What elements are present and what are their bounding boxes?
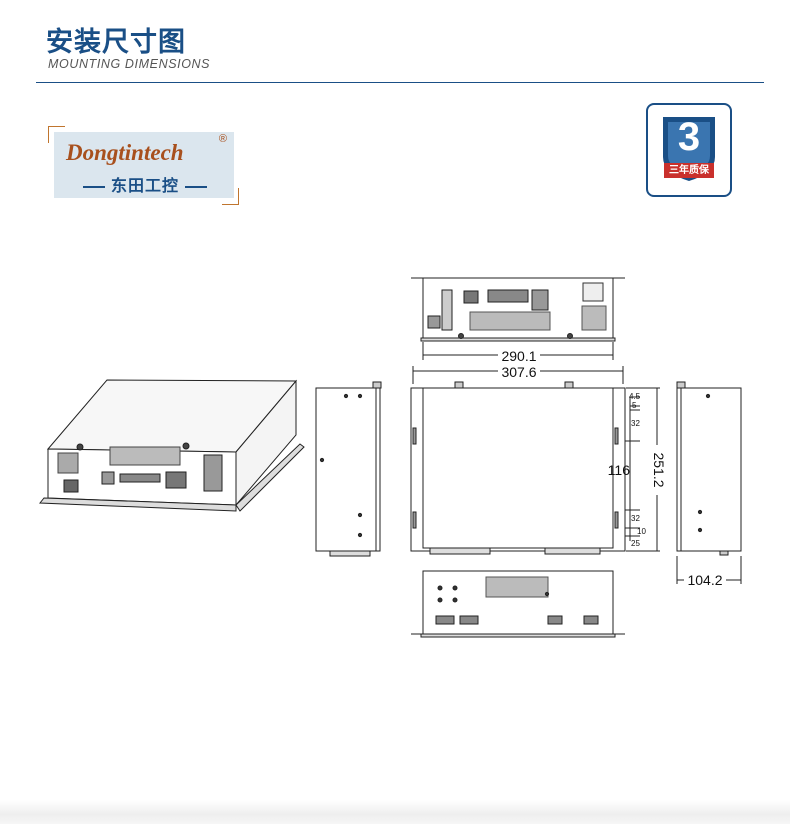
- warranty-label: 三年质保: [664, 163, 714, 178]
- isometric-view: [38, 379, 305, 512]
- dim-251-2: 251.2: [651, 452, 667, 487]
- dim-116: 116: [608, 462, 631, 478]
- warranty-number: 3: [677, 115, 701, 159]
- footer-shade: [0, 800, 790, 824]
- dim-4-5: 4.5: [629, 392, 641, 401]
- left-side-view: [315, 381, 382, 557]
- warranty-badge: 3 三年质保: [646, 103, 732, 197]
- dim-307-6: 307.6: [501, 364, 536, 380]
- page-subtitle: MOUNTING DIMENSIONS: [48, 57, 211, 71]
- logo-registered-mark: ®: [218, 133, 227, 145]
- company-logo: Dongtintech ® 东田工控: [54, 132, 234, 198]
- front-view: [411, 570, 625, 638]
- logo-brand-text: Dongtintech: [66, 140, 184, 165]
- rear-panel-view: [411, 277, 625, 342]
- header-divider: [36, 82, 764, 83]
- logo-chinese-name: 东田工控: [66, 172, 224, 196]
- dim-25: 25: [631, 539, 640, 548]
- top-view: [410, 381, 626, 555]
- page-title: 安装尺寸图: [46, 27, 186, 57]
- dim-32-top: 32: [631, 419, 640, 428]
- logo-corner-top-left: [48, 126, 65, 143]
- dim-290-1: 290.1: [501, 348, 536, 364]
- dim-32-bottom: 32: [631, 514, 640, 523]
- logo-corner-bottom-right: [222, 188, 239, 205]
- dim-5: 5: [632, 401, 637, 410]
- dim-104-2: 104.2: [687, 572, 722, 588]
- right-side-view: [676, 381, 742, 556]
- dim-10: 10: [637, 527, 646, 536]
